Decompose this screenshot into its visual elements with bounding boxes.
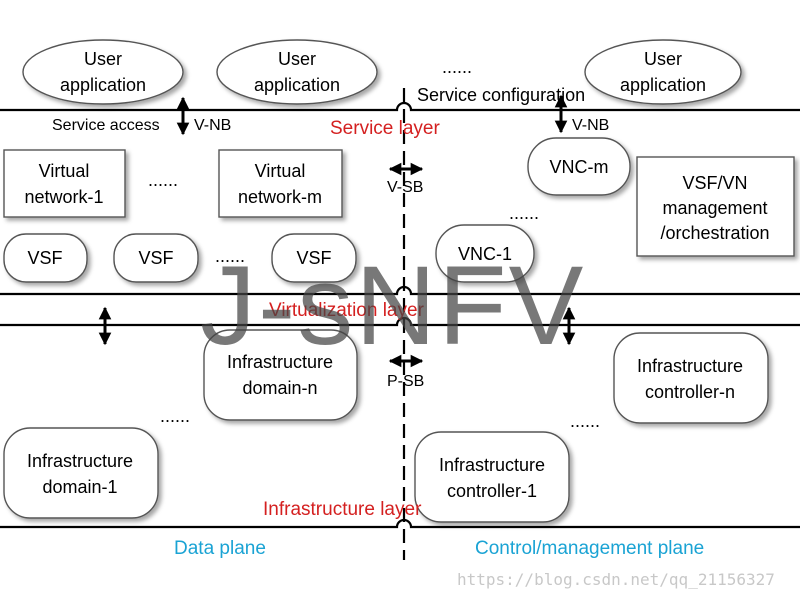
mano-line1: VSF/VN xyxy=(682,173,747,193)
virtualization-layer-label: Virtualization layer xyxy=(269,300,425,321)
vsb-label: V-SB xyxy=(387,179,423,196)
infrastructure-domain-1-line1: Infrastructure xyxy=(27,451,133,471)
service-layer-label: Service layer xyxy=(330,118,440,139)
control-management-plane-label: Control/management plane xyxy=(475,538,704,559)
networks-ellipsis: ...... xyxy=(148,170,178,190)
watermark-logo-text: J-sNFV xyxy=(200,243,585,368)
infrastructure-layer-line xyxy=(0,518,800,529)
infrastructure-domain-n-line2: domain-n xyxy=(242,378,317,398)
user-application-3-line1: User xyxy=(644,49,682,69)
service-ellipsis: ...... xyxy=(442,57,472,77)
infrastructure-controller-n: Infrastructure controller-n xyxy=(613,332,769,424)
user-application-2: User application xyxy=(216,39,378,105)
user-application-1-line1: User xyxy=(84,49,122,69)
infrastructure-controller-1: Infrastructure controller-1 xyxy=(414,431,570,523)
vsf-1: VSF xyxy=(3,233,88,283)
infrastructure-domain-1-line2: domain-1 xyxy=(42,477,117,497)
infrastructure-layer-label: Infrastructure layer xyxy=(263,499,422,520)
vsf-2-label: VSF xyxy=(138,248,173,268)
vsf-3: VSF xyxy=(271,233,357,283)
vsf-ellipsis: ...... xyxy=(215,246,245,266)
vsf-1-label: VSF xyxy=(27,248,62,268)
infrastructure-domain-n-line1: Infrastructure xyxy=(227,352,333,372)
user-application-2-line1: User xyxy=(278,49,316,69)
virtual-network-1: Virtual network-1 xyxy=(3,149,126,218)
service-access-label: Service access xyxy=(52,117,160,134)
infrastructure-controller-1-line1: Infrastructure xyxy=(439,455,545,475)
domain-ellipsis: ...... xyxy=(160,406,190,426)
psb-label: P-SB xyxy=(387,373,424,390)
virtual-network-m-line2: network-m xyxy=(238,187,322,207)
infrastructure-domain-n: Infrastructure domain-n xyxy=(203,329,358,421)
user-application-3: User application xyxy=(584,39,742,105)
infrastructure-controller-n-line2: controller-n xyxy=(645,382,735,402)
watermark-url: https://blog.csdn.net/qq_21156327 xyxy=(457,570,775,589)
virtualization-layer-line-bottom xyxy=(0,316,800,327)
vnc-1-label: VNC-1 xyxy=(458,244,512,264)
service-layer-line xyxy=(0,101,800,112)
vnc-m: VNC-m xyxy=(527,137,631,196)
mano-line3: /orchestration xyxy=(660,223,769,243)
infrastructure-domain-1: Infrastructure domain-1 xyxy=(3,427,159,519)
virtual-network-m-line1: Virtual xyxy=(255,161,306,181)
service-configuration-label: Service configuration xyxy=(417,85,585,105)
virtual-network-1-line2: network-1 xyxy=(24,187,103,207)
vnc-m-label: VNC-m xyxy=(550,157,609,177)
virtual-network-m: Virtual network-m xyxy=(218,149,343,218)
user-application-3-line2: application xyxy=(620,75,706,95)
virtual-network-1-line1: Virtual xyxy=(39,161,90,181)
vsf-vn-management-orchestration: VSF/VN management /orchestration xyxy=(636,156,795,257)
vnc-ellipsis: ...... xyxy=(509,203,539,223)
mano-line2: management xyxy=(662,198,767,218)
vnb-left-label: V-NB xyxy=(194,117,231,134)
user-application-1: User application xyxy=(22,39,184,105)
user-application-2-line2: application xyxy=(254,75,340,95)
vsf-2: VSF xyxy=(113,233,199,283)
vsf-3-label: VSF xyxy=(296,248,331,268)
controller-ellipsis: ...... xyxy=(570,411,600,431)
data-plane-label: Data plane xyxy=(174,538,266,559)
vnc-1: VNC-1 xyxy=(435,224,535,283)
vnb-right-label: V-NB xyxy=(572,117,609,134)
infrastructure-controller-n-line1: Infrastructure xyxy=(637,356,743,376)
user-application-1-line2: application xyxy=(60,75,146,95)
infrastructure-controller-1-line2: controller-1 xyxy=(447,481,537,501)
